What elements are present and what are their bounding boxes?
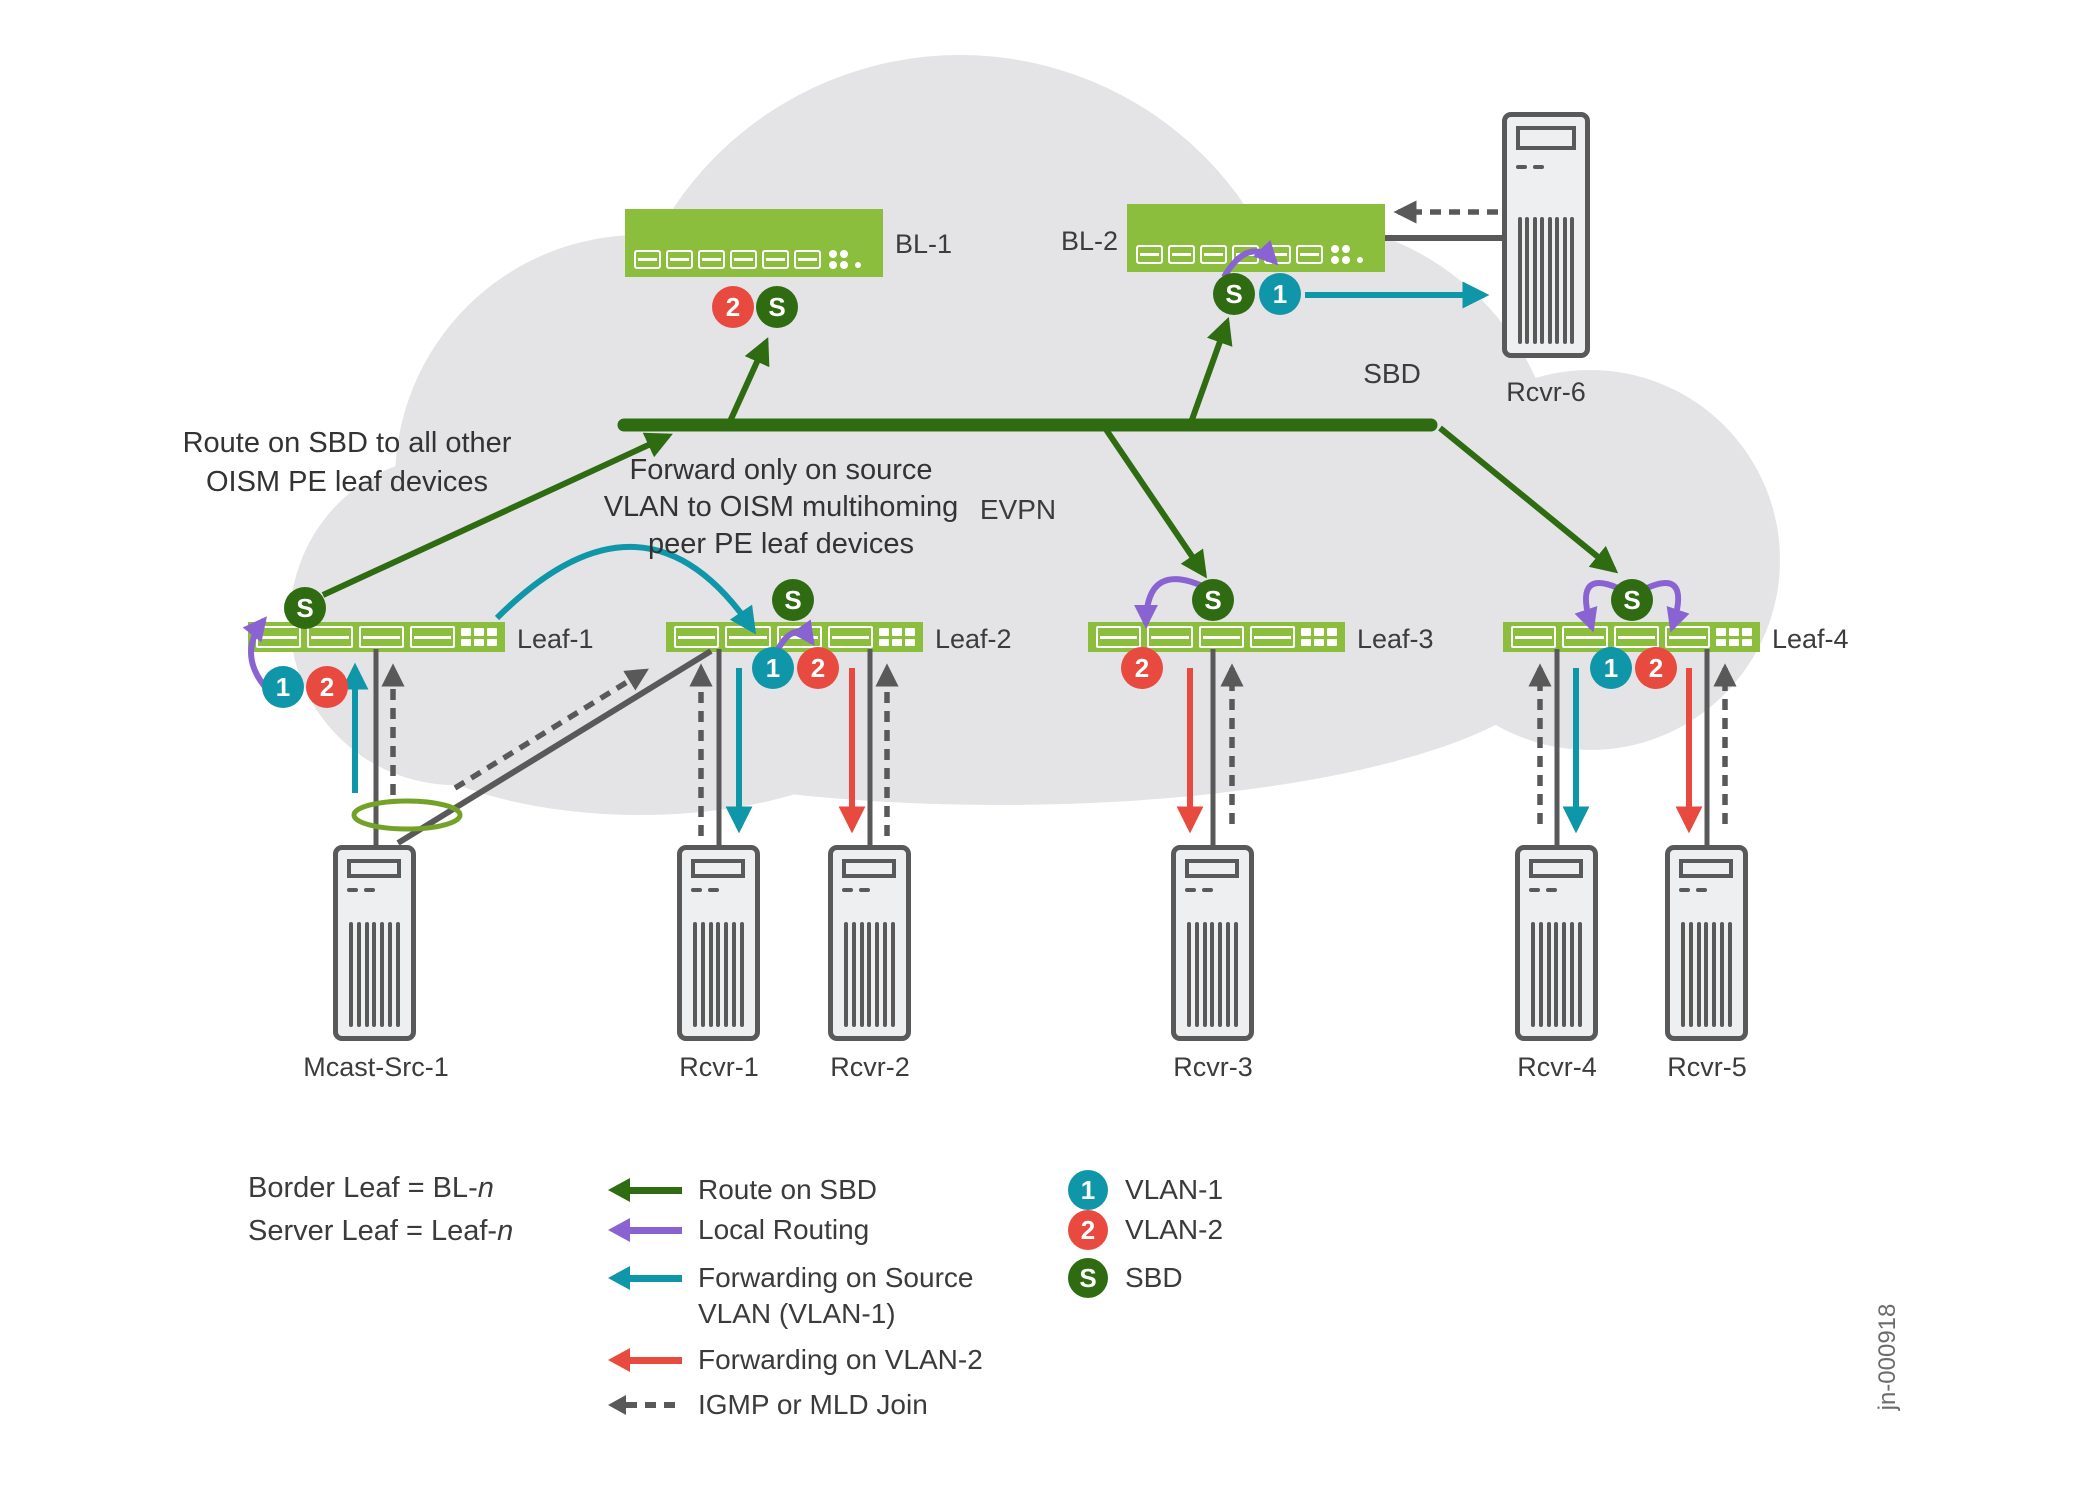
legend-def-server-leaf: Server Leaf = Leaf-n — [248, 1215, 513, 1248]
igmp-join-mcast-leaf2 — [453, 668, 649, 791]
legend-def-var: n — [477, 1172, 494, 1204]
label-rcvr4: Rcvr-4 — [1517, 1052, 1597, 1082]
vlan2-badge: 2 — [1121, 647, 1163, 689]
local-routing-leaf4-right — [1645, 580, 1690, 633]
label-evpn: EVPN — [979, 494, 1057, 525]
legend-def-text: Border Leaf = BL- — [248, 1172, 478, 1204]
label-bl1: BL-1 — [895, 229, 953, 259]
switch-leaf1 — [248, 622, 505, 652]
legend-vlan1-badge: 1 — [1068, 1170, 1108, 1210]
switch-bl1 — [625, 209, 883, 277]
legend-label-sbd: SBD — [1125, 1262, 1183, 1293]
server-rcvr4 — [1515, 845, 1598, 1041]
legend-def-border-leaf: Border Leaf = BL-n — [248, 1172, 494, 1205]
local-routing-leaf2 — [774, 619, 815, 653]
annotation-line: Route on SBD to all other — [182, 427, 512, 459]
legend-arrow-fwd-vlan2 — [608, 1348, 682, 1372]
server-rcvr3 — [1171, 845, 1254, 1041]
vlan1-badge: 1 — [1259, 273, 1301, 315]
annotation-forward-source-vlan: Forward only on source VLAN to OISM mult… — [604, 452, 959, 563]
server-rcvr2 — [828, 845, 911, 1041]
legend-arrow-fwd-source-vlan — [608, 1266, 682, 1290]
label-rcvr3: Rcvr-3 — [1173, 1052, 1253, 1082]
annotation-line: Forward only on source — [629, 454, 933, 486]
annotation-line: VLAN to OISM multihoming — [603, 491, 959, 523]
annotation-line: OISM PE leaf devices — [205, 466, 489, 498]
legend-label-route-sbd: Route on SBD — [698, 1174, 877, 1205]
server-rcvr1 — [677, 845, 760, 1041]
label-leaf1: Leaf-1 — [517, 624, 594, 654]
vlan1-badge: 1 — [1590, 647, 1632, 689]
label-sbd: SBD — [1363, 358, 1421, 389]
label-rcvr6: Rcvr-6 — [1506, 377, 1586, 407]
server-rcvr5 — [1665, 845, 1748, 1041]
server-mcast-src1 — [333, 845, 416, 1041]
vlan1-badge: 1 — [752, 647, 794, 689]
sbd-badge: S — [1611, 579, 1653, 621]
legend-label-igmp-join: IGMP or MLD Join — [698, 1389, 928, 1420]
annotation-line: peer PE leaf devices — [648, 528, 914, 560]
server-rcvr6 — [1502, 112, 1590, 358]
legend-vlan2-badge: 2 — [1068, 1210, 1108, 1250]
sbd-badge: S — [1192, 579, 1234, 621]
legend-arrow-igmp-join — [608, 1393, 682, 1417]
vlan2-badge: 2 — [1635, 647, 1677, 689]
label-leaf3: Leaf-3 — [1357, 624, 1434, 654]
legend-label-vlan1: VLAN-1 — [1125, 1174, 1224, 1205]
sbd-badge: S — [284, 587, 326, 629]
sbd-badge: S — [1213, 273, 1255, 315]
legend-label-fwd-source-vlan-2: VLAN (VLAN-1) — [698, 1298, 896, 1329]
local-routing-leaf4-left — [1574, 580, 1620, 633]
vlan1-badge: 1 — [262, 666, 304, 708]
legend-label-fwd-source-vlan: Forwarding on Source — [698, 1262, 974, 1293]
legend-label-fwd-vlan2: Forwarding on VLAN-2 — [698, 1344, 983, 1375]
label-bl2: BL-2 — [1060, 226, 1118, 256]
label-rcvr5: Rcvr-5 — [1667, 1052, 1747, 1082]
legend-arrow-local-routing — [608, 1218, 682, 1242]
legend-def-text: Server Leaf = Leaf- — [248, 1215, 498, 1247]
legend-def-var: n — [497, 1215, 514, 1247]
route-sbd-leaf1-to-bus — [321, 432, 673, 598]
route-sbd-bus-to-bl1 — [724, 337, 770, 430]
label-rcvr1: Rcvr-1 — [679, 1052, 759, 1082]
fwd-vlan1-leaf1-to-leaf2 — [494, 543, 757, 635]
local-routing-leaf3 — [1134, 576, 1211, 629]
label-rcvr2: Rcvr-2 — [830, 1052, 910, 1082]
link-mcastsrc1-leaf2-multihome — [396, 648, 713, 846]
legend-sbd-badge: S — [1068, 1258, 1108, 1298]
legend-arrow-route-sbd — [608, 1178, 682, 1202]
annotation-route-on-sbd: Route on SBD to all other OISM PE leaf d… — [183, 424, 512, 502]
vlan2-badge: 2 — [306, 666, 348, 708]
legend-label-local-routing: Local Routing — [698, 1214, 870, 1245]
label-mcast-src1: Mcast-Src-1 — [303, 1052, 449, 1082]
figure-id: jn-000918 — [1874, 1303, 1901, 1411]
label-leaf4: Leaf-4 — [1772, 624, 1849, 654]
bl1-ports — [634, 250, 877, 269]
local-routing-bl2 — [1221, 239, 1279, 279]
route-sbd-bus-to-bl2 — [1186, 316, 1233, 430]
switch-leaf3 — [1088, 622, 1345, 652]
vlan2-badge: 2 — [712, 286, 754, 328]
route-sbd-bus-to-leaf3 — [1102, 426, 1208, 579]
switch-leaf4 — [1503, 622, 1760, 652]
legend-label-vlan2: VLAN-2 — [1125, 1214, 1224, 1245]
route-sbd-bus-to-leaf4 — [1438, 425, 1619, 574]
label-leaf2: Leaf-2 — [935, 624, 1012, 654]
sbd-badge: S — [756, 286, 798, 328]
esi-lag-ring — [351, 798, 463, 832]
vlan2-badge: 2 — [797, 647, 839, 689]
sbd-badge: S — [772, 579, 814, 621]
